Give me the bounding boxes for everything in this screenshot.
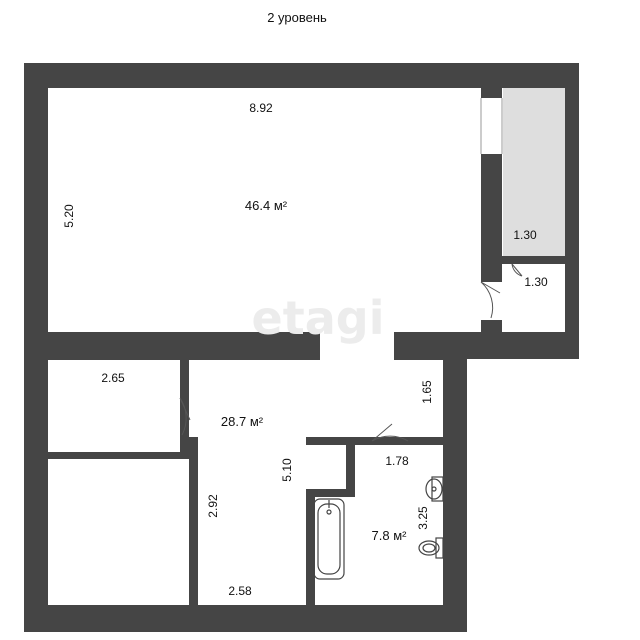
door-closet-swing — [480, 281, 501, 319]
dim-bath-width: 1.78 — [385, 454, 409, 468]
door-small-room-swing — [179, 397, 191, 436]
closet-lower — [502, 264, 565, 332]
bathtub-icon — [313, 498, 345, 580]
room-lower-left — [48, 459, 191, 605]
dim-closet-upper: 1.30 — [513, 228, 537, 242]
dim-closet-lower: 1.30 — [524, 275, 548, 289]
dim-corridor-height: 2.92 — [206, 494, 220, 518]
watermark-logo: etagi — [252, 291, 385, 345]
living-room — [48, 88, 481, 332]
hall — [189, 360, 443, 437]
area-hall: 28.7 м² — [221, 414, 264, 429]
room-small — [48, 360, 180, 452]
dim-corridor-width: 2.58 — [228, 584, 252, 598]
dim-hall-mid-height: 5.10 — [280, 458, 294, 482]
dim-bath-height: 3.25 — [416, 506, 430, 530]
floors — [48, 88, 565, 605]
partitions — [48, 256, 565, 605]
dim-living-height: 5.20 — [62, 204, 76, 228]
doorway-living-hall — [320, 332, 394, 360]
bathroom-nook — [306, 437, 346, 489]
door-bathroom-swing — [371, 423, 409, 442]
closet-storage — [503, 88, 565, 256]
window-closet — [481, 98, 502, 154]
dim-small-room-width: 2.65 — [101, 371, 125, 385]
door-closet-lower-swing — [511, 263, 523, 277]
dim-hall-upper-height: 1.65 — [420, 380, 434, 404]
sink-icon — [425, 476, 444, 502]
hall-lower — [198, 437, 306, 605]
plan-title: 2 уровень — [267, 10, 327, 25]
area-bathroom: 7.8 м² — [372, 528, 408, 543]
toilet-icon — [418, 537, 444, 559]
door-swings — [179, 263, 523, 442]
dim-living-width: 8.92 — [249, 101, 273, 115]
area-living: 46.4 м² — [245, 198, 288, 213]
